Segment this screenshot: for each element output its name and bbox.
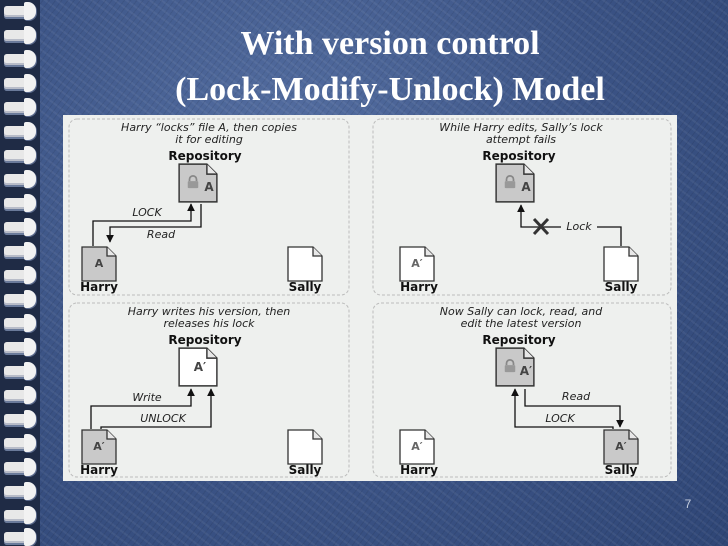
sally-label: Sally <box>289 280 322 294</box>
harry-label: Harry <box>80 463 118 477</box>
harry-label: Harry <box>80 280 118 294</box>
blocked-x-icon <box>532 217 550 236</box>
slide-page-number: 7 <box>684 497 692 511</box>
binding-ring <box>4 458 36 476</box>
read-arrow <box>106 204 202 243</box>
slide-title-line2: (Lock-Modify-Unlock) Model <box>175 71 605 108</box>
binding-ring <box>4 146 36 164</box>
panel-caption-line1: Harry writes his version, then <box>128 305 291 318</box>
binding-ring <box>4 242 36 260</box>
panel-caption-line1: Harry “locks” file A, then copies <box>121 121 297 134</box>
panel-caption-line2: releases his lock <box>163 317 255 330</box>
sally-label: Sally <box>289 463 322 477</box>
panel-caption-line2: edit the latest version <box>461 317 582 330</box>
harry-file-name: A′ <box>411 257 423 270</box>
binding-ring <box>4 338 36 356</box>
repository-label: Repository <box>168 333 241 347</box>
harry-file-name: A′ <box>93 440 105 453</box>
binding-ring <box>4 290 36 308</box>
repository-file-name: A <box>204 180 214 194</box>
binding-ring <box>4 194 36 212</box>
label-backdrop <box>561 218 597 234</box>
write-arrow <box>90 388 195 429</box>
sally-label: Sally <box>605 280 638 294</box>
lock-arrow <box>92 203 195 246</box>
arrow-label-read: Read <box>562 390 591 403</box>
binding-ring <box>4 50 36 68</box>
binding-ring <box>4 74 36 92</box>
panel-caption-line2: attempt fails <box>486 133 556 146</box>
binding-ring <box>4 482 36 500</box>
panel-sally-locks-reads: Now Sally can lock, read, and edit the l… <box>372 302 672 478</box>
arrow-label-unlock: UNLOCK <box>140 412 186 425</box>
repository-label: Repository <box>168 149 241 163</box>
binding-ring <box>4 528 36 546</box>
binding-ring <box>4 2 36 20</box>
harry-file-name: A′ <box>411 440 423 453</box>
notebook-binding <box>0 0 40 546</box>
binding-ring <box>4 410 36 428</box>
harry-label: Harry <box>400 463 438 477</box>
arrow-label-write: Write <box>132 391 162 404</box>
sally-label: Sally <box>605 463 638 477</box>
lock-modify-unlock-diagram: Harry “locks” file A, then copies it for… <box>63 115 677 481</box>
sally-file-icon <box>603 246 639 282</box>
panel-caption-line1: Now Sally can lock, read, and <box>440 305 603 318</box>
read-arrow <box>524 389 624 428</box>
binding-ring <box>4 170 36 188</box>
arrow-label-lock: LOCK <box>132 206 162 219</box>
binding-ring <box>4 506 36 524</box>
lock-arrow <box>511 388 614 429</box>
panel-border <box>372 302 672 478</box>
binding-ring <box>4 266 36 284</box>
binding-ring <box>4 434 36 452</box>
harry-file-name: A <box>95 257 104 270</box>
binding-ring <box>4 26 36 44</box>
arrow-label-read: Read <box>147 228 176 241</box>
repository-label: Repository <box>482 333 555 347</box>
repository-file-name: A′ <box>520 364 532 378</box>
binding-ring <box>4 218 36 236</box>
sally-file-name: A′ <box>615 440 627 453</box>
unlock-arrow <box>100 388 215 429</box>
repository-label: Repository <box>482 149 555 163</box>
panel-harry-writes-unlocks: Harry writes his version, then releases … <box>68 302 350 478</box>
panel-harry-locks-file: Harry “locks” file A, then copies it for… <box>68 118 350 296</box>
sally-file-icon <box>287 246 323 282</box>
arrow-label-lock: LOCK <box>545 412 575 425</box>
sally-file-icon <box>287 429 323 465</box>
binding-ring <box>4 122 36 140</box>
panel-caption-line1: While Harry edits, Sally’s lock <box>439 121 603 134</box>
binding-ring <box>4 362 36 380</box>
panel-sally-lock-fails: While Harry edits, Sally’s lock attempt … <box>372 118 672 296</box>
panel-border <box>68 118 350 296</box>
arrow-label-lock: Lock <box>566 220 592 233</box>
repository-file-name: A′ <box>194 360 206 374</box>
repository-file-name: A <box>521 180 531 194</box>
binding-ring <box>4 314 36 332</box>
binding-ring <box>4 98 36 116</box>
panel-border <box>372 118 672 296</box>
panel-border <box>68 302 350 478</box>
binding-ring <box>4 386 36 404</box>
slide-title-line1: With version control <box>240 25 540 62</box>
panel-caption-line2: it for editing <box>175 133 243 146</box>
harry-label: Harry <box>400 280 438 294</box>
